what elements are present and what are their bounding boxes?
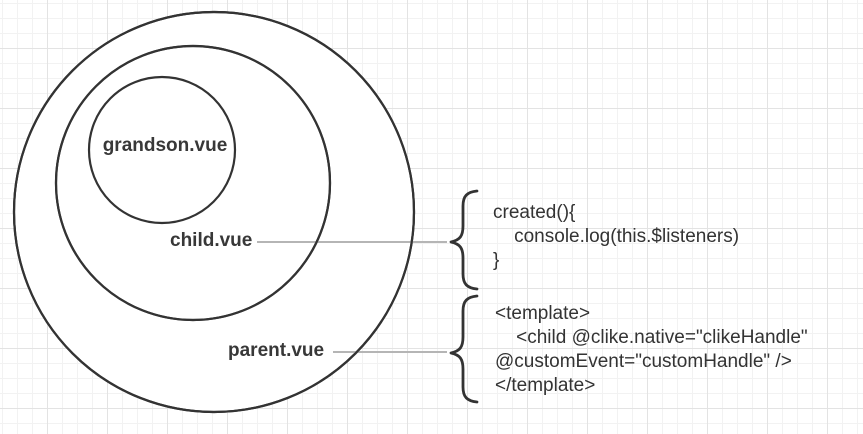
parent-circle-stroke [12,10,416,414]
code-line: </template> [495,375,596,396]
parent-template-code-block: <template> <child @clike.native="clikeHa… [495,302,808,398]
code-line: console.log(this.$listeners) [493,226,740,247]
code-line: } [493,250,500,271]
grandson-label: grandson.vue [102,135,228,156]
parent-code-brace [449,294,479,404]
child-created-code-block: created(){ console.log(this.$listeners) … [493,201,739,273]
code-line: <child @clike.native="clikeHandle" [495,327,808,348]
code-line: <template> [495,303,591,324]
grandson-circle [87,75,237,225]
parent-label: parent.vue [228,340,325,361]
child-circle-stroke [54,44,332,322]
child-code-brace [449,189,479,291]
child-label: child.vue [170,230,253,251]
code-line: created(){ [493,202,576,223]
code-line: @customEvent="customHandle" /> [495,351,792,372]
